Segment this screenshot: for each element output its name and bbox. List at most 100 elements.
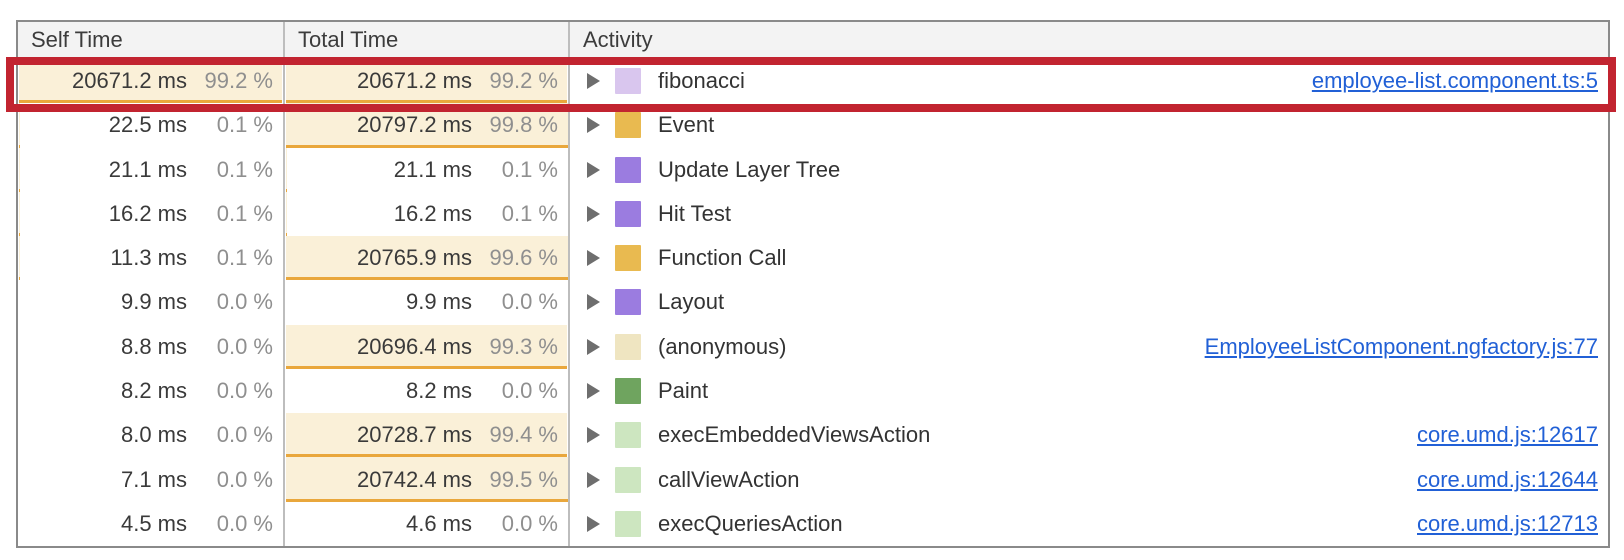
total-time-percentage-bar (286, 236, 568, 281)
expand-triangle-icon[interactable] (587, 294, 600, 311)
table-row[interactable]: 8.2 ms 0.0 % 8.2 ms 0.0 % Paint (18, 368, 1608, 414)
js-light-swatch (615, 422, 641, 449)
table-row[interactable]: 21.1 ms 0.1 % 21.1 ms 0.1 % Update Layer… (18, 147, 1608, 192)
self-time-value: 4.5 ms (120, 510, 187, 536)
column-header-activity[interactable]: Activity (570, 22, 1608, 58)
activity-label: Function Call (658, 245, 787, 271)
total-time-percent: 99.2 % (489, 68, 559, 94)
total-time-cell: 20696.4 ms 99.3 % (285, 324, 570, 369)
painting-swatch (615, 377, 641, 404)
total-time-value: 4.6 ms (405, 510, 472, 536)
self-time-cell: 16.2 ms 0.1 % (18, 191, 285, 237)
activity-cell: Paint (570, 369, 1608, 413)
self-time-percent: 0.1 % (216, 156, 273, 182)
column-header-activity-label: Activity (583, 27, 653, 52)
expand-triangle-icon[interactable] (587, 250, 600, 267)
self-time-percentage-bar (19, 59, 282, 104)
activity-label: fibonacci (658, 68, 745, 94)
table-row[interactable]: 16.2 ms 0.1 % 16.2 ms 0.1 % Hit Test (18, 191, 1608, 237)
source-location-link[interactable]: employee-list.component.ts:5 (1311, 68, 1598, 94)
total-time-value: 20728.7 ms (357, 422, 472, 448)
column-header-total-time[interactable]: Total Time (285, 22, 570, 58)
scripting-swatch (615, 112, 641, 139)
rendering-swatch (615, 200, 641, 227)
self-time-value: 7.1 ms (120, 466, 187, 492)
expand-triangle-icon[interactable] (587, 382, 600, 399)
expand-triangle-icon[interactable] (587, 427, 600, 444)
self-time-cell: 8.8 ms 0.0 % (18, 324, 285, 369)
activity-label: (anonymous) (658, 333, 787, 359)
table-row[interactable]: 20671.2 ms 99.2 % 20671.2 ms 99.2 % fibo… (18, 59, 1608, 104)
source-location-link[interactable]: core.umd.js:12617 (1417, 422, 1598, 448)
activity-label: callViewAction (658, 466, 800, 492)
total-time-value: 20742.4 ms (357, 466, 472, 492)
total-time-percent: 99.5 % (489, 466, 559, 492)
expand-triangle-icon[interactable] (587, 471, 600, 488)
self-time-percent: 0.0 % (216, 510, 273, 536)
total-time-value: 21.1 ms (393, 156, 472, 182)
activity-label: Layout (658, 289, 725, 315)
data-grid-header: Self Time Total Time Activity (18, 22, 1608, 59)
total-time-percent: 0.0 % (501, 289, 558, 315)
expand-triangle-icon[interactable] (587, 205, 600, 222)
activity-label: execQueriesAction (658, 510, 843, 536)
self-time-percent: 0.1 % (216, 245, 273, 271)
total-time-cell: 20765.9 ms 99.6 % (285, 236, 570, 281)
self-time-value: 8.8 ms (120, 333, 187, 359)
self-time-value: 9.9 ms (120, 289, 187, 315)
total-time-percent: 0.1 % (501, 156, 558, 182)
total-time-percent: 0.1 % (501, 200, 558, 226)
total-time-cell: 16.2 ms 0.1 % (285, 191, 570, 237)
expand-triangle-icon[interactable] (587, 161, 600, 178)
expand-triangle-icon[interactable] (587, 73, 600, 90)
total-time-percent: 99.6 % (489, 245, 559, 271)
total-time-percent: 99.8 % (489, 112, 559, 138)
table-row[interactable]: 9.9 ms 0.0 % 9.9 ms 0.0 % Layout (18, 280, 1608, 325)
column-header-total-time-label: Total Time (298, 27, 399, 52)
self-time-cell: 21.1 ms 0.1 % (18, 147, 285, 192)
self-time-percent: 99.2 % (204, 68, 274, 94)
self-time-value: 8.0 ms (120, 422, 187, 448)
total-time-percent: 99.3 % (489, 333, 559, 359)
expand-triangle-icon[interactable] (587, 117, 600, 134)
expand-triangle-icon[interactable] (587, 338, 600, 355)
self-time-percent: 0.1 % (216, 200, 273, 226)
total-time-cell: 20671.2 ms 99.2 % (285, 59, 570, 104)
table-row[interactable]: 8.8 ms 0.0 % 20696.4 ms 99.3 % (anonymou… (18, 324, 1608, 369)
total-time-cell: 20797.2 ms 99.8 % (285, 103, 570, 148)
data-grid: Self Time Total Time Activity 20671.2 ms… (16, 20, 1610, 548)
total-time-value: 20671.2 ms (357, 68, 472, 94)
source-location-link[interactable]: EmployeeListComponent.ngfactory.js:77 (1204, 333, 1598, 359)
self-time-cell: 20671.2 ms 99.2 % (18, 59, 285, 104)
total-time-value: 8.2 ms (405, 377, 472, 403)
self-time-cell: 8.0 ms 0.0 % (18, 413, 285, 458)
activity-cell: execEmbeddedViewsAction core.umd.js:1261… (570, 413, 1608, 457)
activity-cell: Hit Test (570, 192, 1608, 236)
source-location-link[interactable]: core.umd.js:12644 (1417, 466, 1598, 492)
table-row[interactable]: 7.1 ms 0.0 % 20742.4 ms 99.5 % callViewA… (18, 457, 1608, 502)
self-time-cell: 9.9 ms 0.0 % (18, 280, 285, 325)
expand-triangle-icon[interactable] (587, 515, 600, 532)
self-time-value: 21.1 ms (108, 156, 187, 182)
self-time-cell: 4.5 ms 0.0 % (18, 501, 285, 546)
table-row[interactable]: 4.5 ms 0.0 % 4.6 ms 0.0 % execQueriesAct… (18, 501, 1608, 546)
activity-cell: execQueriesAction core.umd.js:12713 (570, 502, 1608, 546)
self-time-percent: 0.0 % (216, 377, 273, 403)
activity-label: execEmbeddedViewsAction (658, 422, 931, 448)
activity-label: Paint (658, 377, 709, 403)
js-light-swatch (615, 510, 641, 537)
activity-label: Event (658, 112, 715, 138)
self-time-cell: 7.1 ms 0.0 % (18, 457, 285, 502)
source-location-link[interactable]: core.umd.js:12713 (1417, 510, 1598, 536)
self-time-value: 20671.2 ms (72, 68, 187, 94)
total-time-percentage-bar (286, 324, 568, 369)
total-time-percentage-bar (286, 457, 568, 502)
self-time-value: 16.2 ms (108, 200, 187, 226)
self-time-cell: 11.3 ms 0.1 % (18, 236, 285, 281)
scripting-swatch (615, 245, 641, 272)
activity-cell: Layout (570, 280, 1608, 324)
column-header-self-time[interactable]: Self Time (18, 22, 285, 58)
table-row[interactable]: 8.0 ms 0.0 % 20728.7 ms 99.4 % execEmbed… (18, 413, 1608, 458)
table-row[interactable]: 11.3 ms 0.1 % 20765.9 ms 99.6 % Function… (18, 236, 1608, 281)
table-row[interactable]: 22.5 ms 0.1 % 20797.2 ms 99.8 % Event (18, 103, 1608, 148)
